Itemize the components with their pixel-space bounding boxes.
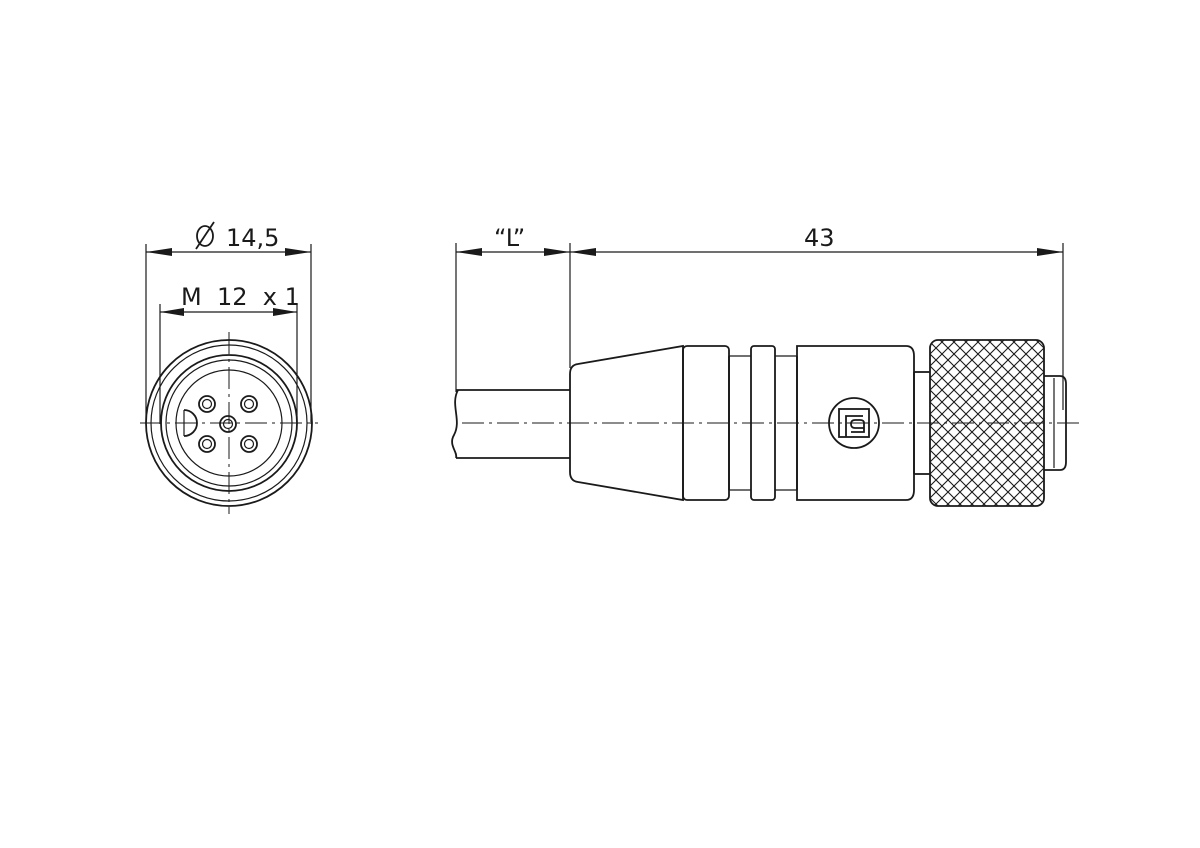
cable-length-arrow-left [456, 248, 482, 256]
pin-contact-center [219, 415, 237, 433]
diameter-arrow-left [146, 248, 172, 256]
thread-arrow-left [160, 308, 184, 316]
front-view: 14,5 M 12 x 1 [140, 221, 318, 514]
housing-grip-body [796, 345, 915, 501]
cable-length-label: “L” [494, 224, 525, 252]
cable-length-arrow-right [544, 248, 570, 256]
diameter-symbol-icon [195, 221, 215, 250]
pin-contact-4 [240, 435, 258, 453]
thread-arrow-right [273, 308, 297, 316]
side-view: “L” 43 [451, 224, 1082, 507]
connector-length-label: 43 [804, 224, 835, 252]
pin-contact-2 [240, 395, 258, 413]
connector-length-arrow-left [570, 248, 596, 256]
diameter-value-label: 14,5 [226, 224, 279, 252]
pin-contact-1 [198, 395, 216, 413]
pin-contact-3 [198, 435, 216, 453]
cable-boot [569, 344, 684, 502]
connector-length-arrow-right [1037, 248, 1063, 256]
cable [451, 389, 570, 459]
thread-value-label: M 12 x 1 [181, 283, 300, 311]
diameter-arrow-right [285, 248, 311, 256]
